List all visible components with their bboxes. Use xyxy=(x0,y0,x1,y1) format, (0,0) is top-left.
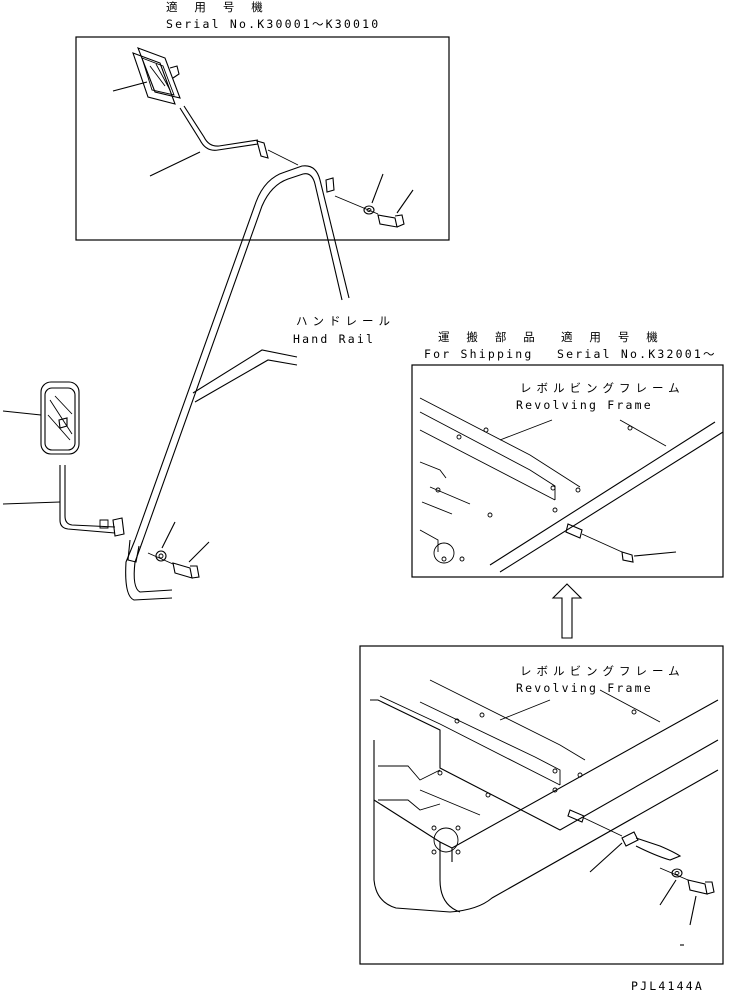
hand-rail xyxy=(125,165,350,601)
washer-left xyxy=(155,550,167,562)
shipping-applicable-label: 適 用 号 機 xyxy=(561,330,663,344)
hand-rail-en-label: Hand Rail xyxy=(293,332,375,346)
leader-bolt-install xyxy=(689,895,697,926)
mirror-stay-left xyxy=(59,465,125,537)
mirror-stay-top xyxy=(179,105,299,166)
up-arrow xyxy=(551,583,583,639)
mirror-top xyxy=(132,47,181,105)
bolt-install xyxy=(659,867,715,895)
leader-stay-left xyxy=(2,501,61,505)
leader-washer-top xyxy=(371,173,384,204)
leader-washer-install xyxy=(659,879,677,906)
hand-rail-jp-label: ハンドレール xyxy=(296,314,395,328)
shipping-frame-en-label: Revolving Frame xyxy=(516,398,653,412)
shipping-serial-label: Serial No.K32001～ xyxy=(557,347,717,361)
shipping-frame-jp-label: レボルビングフレーム xyxy=(520,381,685,395)
install-box xyxy=(359,645,724,965)
leader-mirror-left xyxy=(2,410,42,416)
mirror-stay-install xyxy=(621,831,682,861)
leader-stay-install xyxy=(589,842,623,873)
bolt-left xyxy=(147,552,200,579)
leader-stay-top xyxy=(149,151,201,177)
washer-install xyxy=(671,868,683,878)
install-frame-en-label: Revolving Frame xyxy=(516,681,653,695)
leader-bolt-left xyxy=(188,541,210,563)
top-applicable-label: 適 用 号 機 xyxy=(166,0,268,14)
bolt-top xyxy=(334,195,405,228)
revolving-frame-install xyxy=(370,679,719,913)
leader-washer-left xyxy=(161,521,176,549)
shipping-box xyxy=(411,364,724,578)
revolving-frame-shipping xyxy=(419,397,724,573)
shipping-jp-label: 運 搬 部 品 xyxy=(438,330,540,344)
shipping-en-label: For Shipping xyxy=(424,347,533,361)
leader-bolt-top xyxy=(396,189,414,214)
install-frame-jp-label: レボルビングフレーム xyxy=(520,664,685,678)
washer-top xyxy=(363,205,375,215)
top-serial-label: Serial No.K30001～K30010 xyxy=(166,17,380,31)
drawing-code: PJL4144A xyxy=(631,979,704,993)
mirror-left xyxy=(40,381,80,455)
top-serial-box xyxy=(75,36,450,241)
leader-mirror-top xyxy=(112,81,148,92)
